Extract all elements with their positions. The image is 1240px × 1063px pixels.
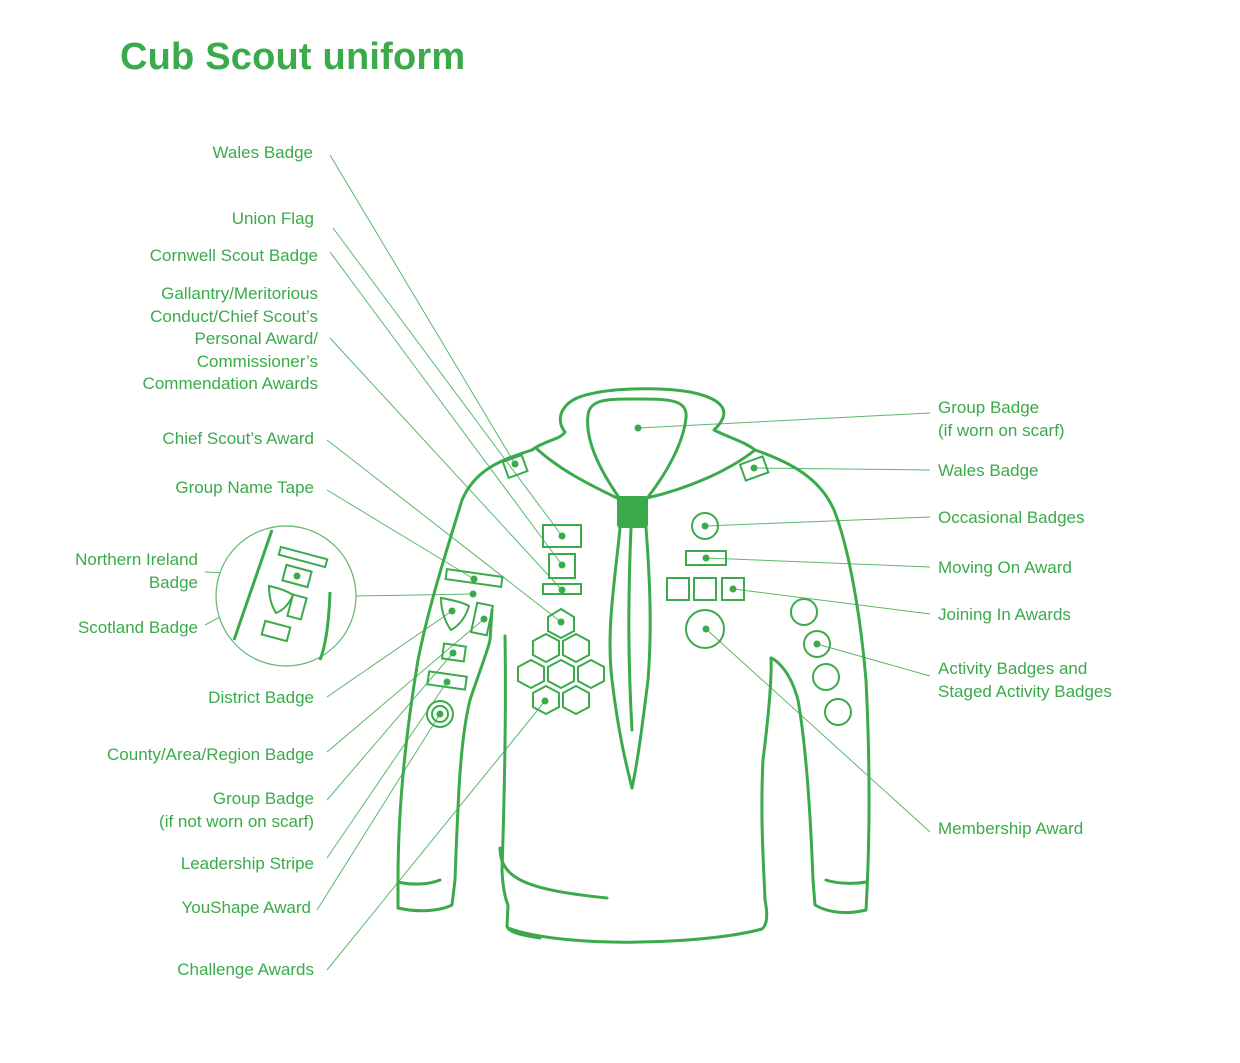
label-challenge-awards: Challenge Awards	[177, 960, 314, 979]
label-wales-badge-right: Wales Badge	[938, 461, 1039, 480]
label-cornwell-scout-badge: Cornwell Scout Badge	[149, 246, 318, 265]
badges	[426, 453, 852, 728]
shirt-outline	[396, 387, 871, 944]
hexagon-badges	[517, 607, 605, 716]
label-occasional-badges: Occasional Badges	[938, 508, 1085, 527]
inset-magnifier	[215, 525, 357, 667]
label-group-badge-scarf: Group Badge(if worn on scarf)	[938, 398, 1065, 440]
label-joining-in-awards: Joining In Awards	[938, 605, 1071, 624]
anchor-dots	[293, 424, 821, 718]
label-wales-badge-left: Wales Badge	[212, 143, 313, 162]
label-county-badge: County/Area/Region Badge	[107, 745, 314, 764]
leader-lines	[204, 154, 931, 971]
label-group-badge-not-scarf: Group Badge(if not worn on scarf)	[159, 789, 314, 831]
label-union-flag: Union Flag	[231, 209, 314, 228]
woggle	[617, 496, 648, 528]
label-membership-award: Membership Award	[938, 819, 1084, 838]
label-youshape-award: YouShape Award	[181, 898, 311, 917]
label-district-badge: District Badge	[208, 688, 314, 707]
label-chief-scouts-award: Chief Scout’s Award	[162, 429, 314, 448]
label-group-name-tape: Group Name Tape	[175, 478, 314, 497]
page-title: Cub Scout uniform	[120, 36, 466, 78]
label-scotland-badge: Scotland Badge	[77, 618, 198, 637]
label-leadership-stripe: Leadership Stripe	[180, 854, 314, 873]
label-moving-on-award: Moving On Award	[938, 558, 1072, 577]
